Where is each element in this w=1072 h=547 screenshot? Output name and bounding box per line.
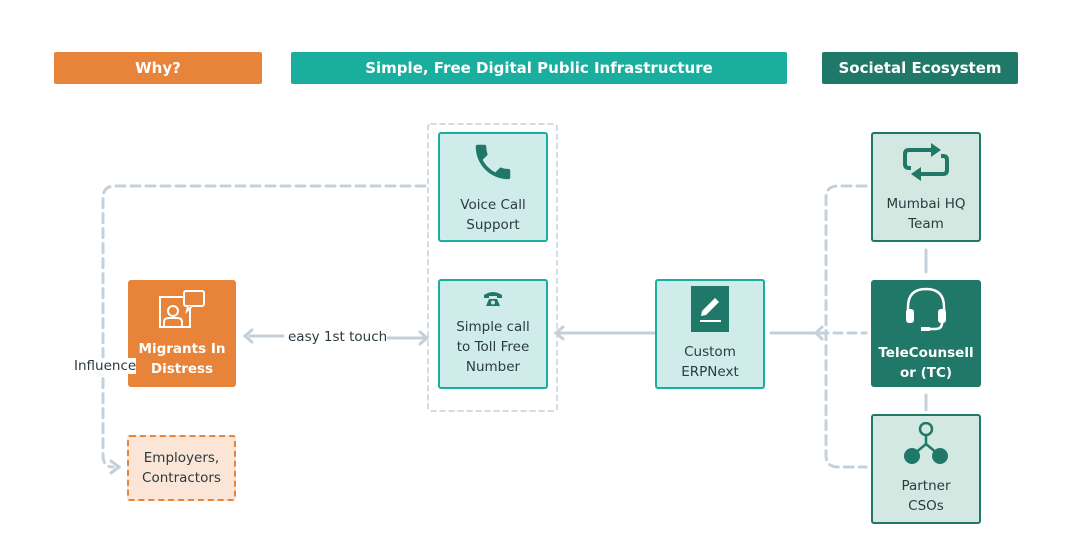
toll-erp-arrow-left bbox=[553, 325, 565, 341]
mumbai-hq-label: Mumbai HQ Team bbox=[886, 196, 966, 232]
easy-touch-arrow-right bbox=[418, 330, 430, 346]
node-partner-csos[interactable]: Partner CSOs bbox=[871, 414, 981, 524]
sync-icon bbox=[901, 140, 951, 190]
header-infrastructure: Simple, Free Digital Public Infrastructu… bbox=[291, 52, 787, 84]
telephone-icon bbox=[483, 291, 503, 313]
junction-arrow bbox=[813, 325, 824, 341]
influence-connector bbox=[101, 184, 427, 469]
edge-label-influence: Influence bbox=[74, 358, 137, 374]
header-why: Why? bbox=[54, 52, 262, 84]
voice-call-label: Voice Call Support bbox=[460, 197, 526, 233]
headset-icon bbox=[903, 285, 949, 339]
telecounsellor-label: TeleCounsell or (TC) bbox=[878, 344, 974, 381]
erpnext-label: Custom ERPNext bbox=[681, 344, 739, 380]
node-migrants-in-distress[interactable]: Migrants In Distress bbox=[128, 280, 236, 387]
node-mumbai-hq-team[interactable]: Mumbai HQ Team bbox=[871, 132, 981, 242]
node-telecounsellor[interactable]: TeleCounsell or (TC) bbox=[871, 280, 981, 387]
toll-free-label: Simple call to Toll Free Number bbox=[456, 319, 530, 375]
network-icon bbox=[902, 421, 950, 472]
node-custom-erpnext[interactable]: Custom ERPNext bbox=[655, 279, 765, 389]
easy-touch-arrow-left bbox=[242, 328, 254, 344]
phone-icon bbox=[470, 139, 516, 191]
edit-icon bbox=[691, 286, 729, 338]
partner-csos-label: Partner CSOs bbox=[901, 478, 951, 514]
node-employers-contractors[interactable]: Employers, Contractors bbox=[127, 435, 236, 501]
node-toll-free-number[interactable]: Simple call to Toll Free Number bbox=[438, 279, 548, 389]
edge-label-easy-touch: easy 1st touch bbox=[288, 329, 388, 345]
migrants-label: Migrants In Distress bbox=[138, 340, 226, 377]
ecosystem-loop-connector bbox=[824, 184, 868, 469]
header-ecosystem: Societal Ecosystem bbox=[822, 52, 1018, 84]
employers-label: Employers, Contractors bbox=[142, 450, 221, 486]
person-speech-icon bbox=[158, 289, 206, 335]
influence-arrowhead bbox=[109, 459, 122, 475]
node-voice-call-support[interactable]: Voice Call Support bbox=[438, 132, 548, 242]
